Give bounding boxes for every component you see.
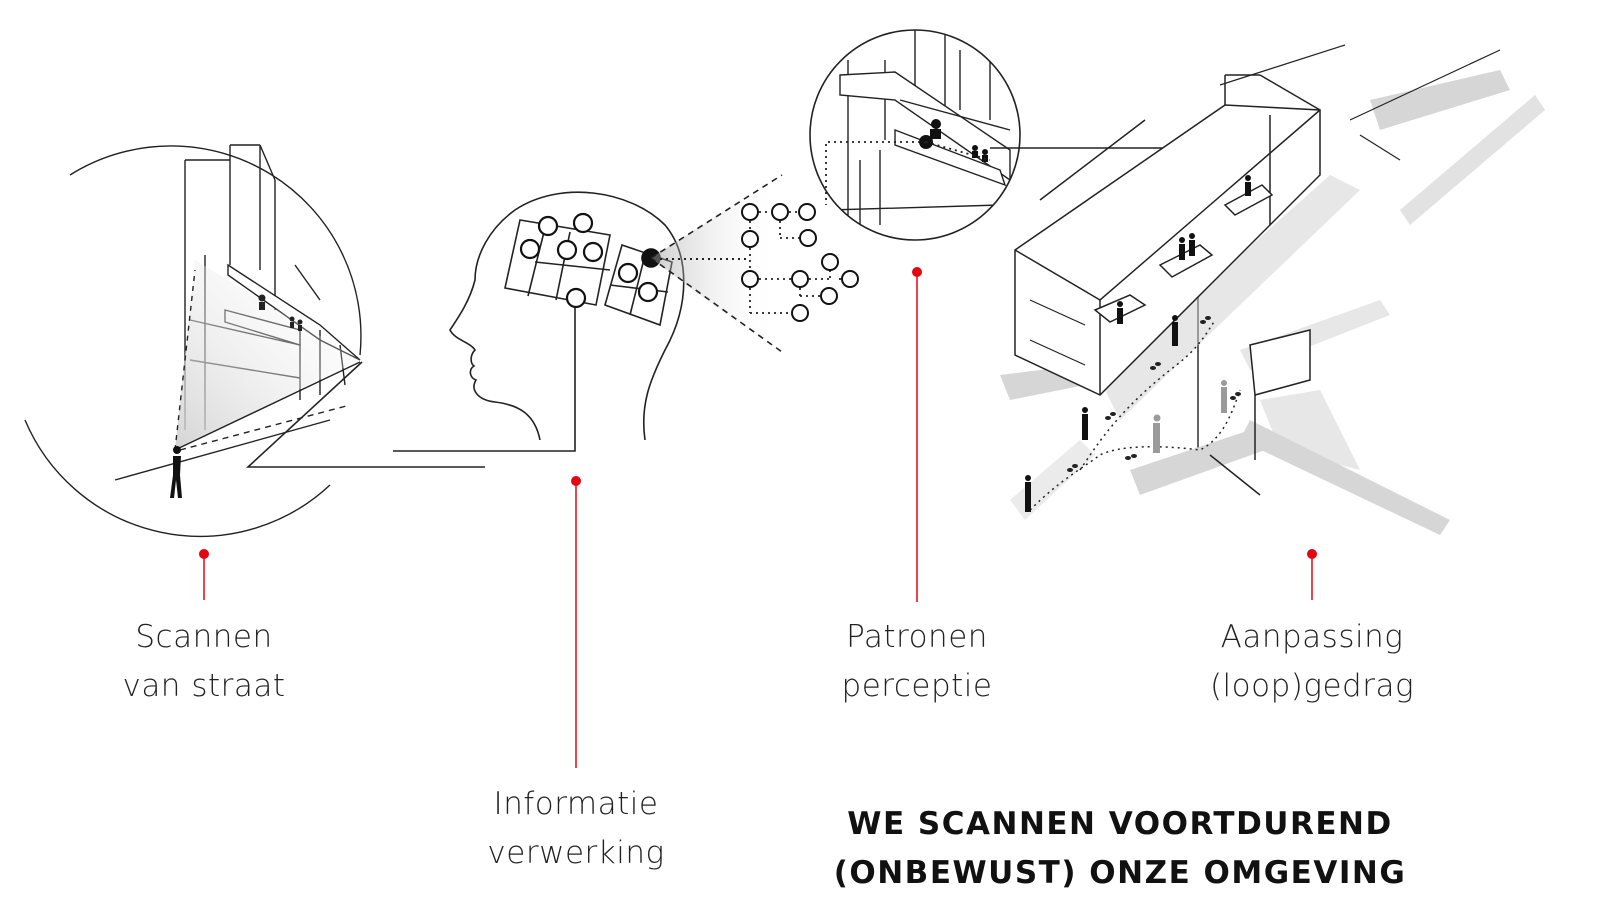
- marker-dot-aanpassing: [1307, 549, 1317, 559]
- step-label-aanpassing: Aanpassing (loop)gedrag: [1192, 613, 1432, 711]
- tagline-line-1: WE SCANNEN VOORTDUREND: [847, 806, 1393, 842]
- step-label-line: Patronen: [846, 619, 988, 655]
- step-label-line: Informatie: [493, 786, 659, 822]
- pattern-network: [741, 203, 859, 322]
- pedestrian-icon: [170, 446, 182, 498]
- tagline-line-2: (ONBEWUST) ONZE OMGEVING: [833, 855, 1407, 891]
- step-label-informatie: Informatie verwerking: [466, 780, 686, 878]
- step-label-line: verwerking: [487, 835, 665, 871]
- marker-dot-informatie: [571, 476, 581, 486]
- street-behaviour-illustration: [1000, 44, 1545, 535]
- marker-dot-scannen: [199, 549, 209, 559]
- street-scan-illustration: [24, 144, 485, 537]
- step-label-line: Scannen: [135, 619, 273, 655]
- step-label-line: perceptie: [841, 668, 993, 704]
- step-label-line: van straat: [122, 668, 286, 704]
- tagline: WE SCANNEN VOORTDUREND (ONBEWUST) ONZE O…: [830, 800, 1410, 898]
- step-label-line: Aanpassing: [1220, 619, 1404, 655]
- step-label-scannen: Scannen van straat: [94, 613, 314, 711]
- step-label-patronen: Patronen perceptie: [807, 613, 1027, 711]
- step-markers: [199, 267, 1317, 768]
- head-illustration: [393, 174, 783, 452]
- pattern-perception-illustration: [809, 29, 1199, 448]
- marker-dot-patronen: [912, 267, 922, 277]
- step-label-line: (loop)gedrag: [1209, 668, 1415, 704]
